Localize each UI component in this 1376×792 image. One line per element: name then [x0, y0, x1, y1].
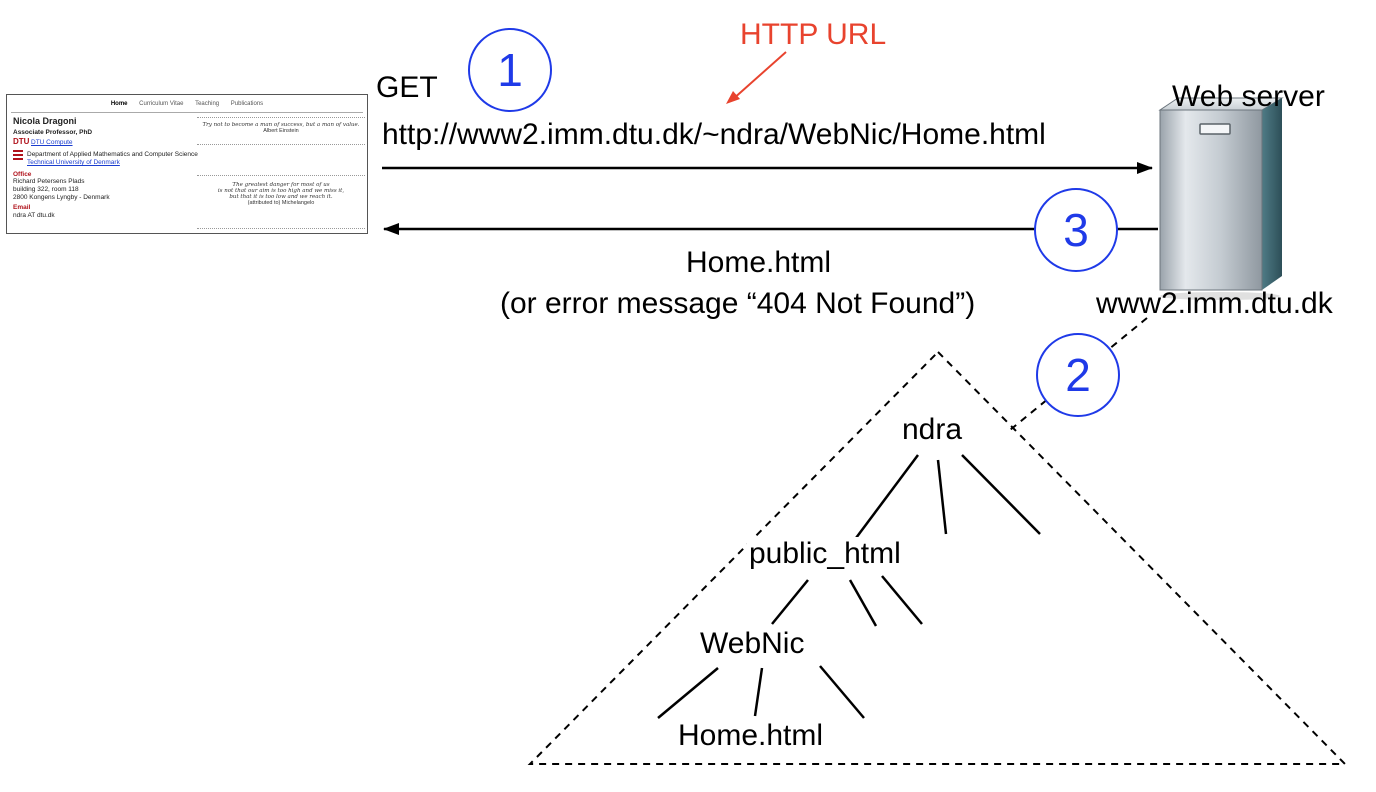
dtu-mark-icon: [13, 150, 23, 162]
step-1-badge: 1: [468, 28, 552, 112]
tree-node-public-html: public_html: [747, 537, 903, 571]
response-error-note: (or error message “404 Not Found”): [500, 287, 976, 320]
tree-node-ndra: ndra: [900, 413, 965, 447]
email-heading: Email: [13, 204, 31, 211]
request-method: GET: [376, 71, 438, 104]
tree-edges: [657, 454, 1041, 719]
server-title: Web server: [1172, 80, 1325, 113]
request-url: http://www2.imm.dtu.dk/~ndra/WebNic/Home…: [382, 118, 1046, 151]
office-line: 2800 Kongens Lyngby - Denmark: [13, 194, 110, 201]
dtu-logo: DTU: [13, 137, 30, 146]
server-icon: [1158, 97, 1284, 300]
office-line: building 322, room 118: [13, 186, 79, 193]
person-role: Associate Professor, PhD: [13, 129, 93, 136]
person-name: Nicola Dragoni: [13, 116, 77, 126]
quote-line: The greatest danger for most of us: [232, 182, 330, 188]
thumbnail-nav: Home Curriculum Vitae Teaching Publicati…: [7, 101, 367, 107]
nav-cv: Curriculum Vitae: [139, 101, 184, 107]
filesystem-triangle: [527, 350, 1348, 765]
tree-node-home-html: Home.html: [676, 719, 826, 753]
url-annotation-arrow: [731, 51, 787, 101]
quote-author: Albert Einstein: [263, 128, 299, 134]
step-3-badge: 3: [1034, 188, 1118, 272]
nav-publications: Publications: [230, 101, 264, 107]
browser-page-thumbnail: Home Curriculum Vitae Teaching Publicati…: [6, 94, 368, 234]
url-annotation: HTTP URL: [740, 18, 887, 51]
office-heading: Office: [13, 171, 32, 178]
quote-text: Try not to become a man of success, but …: [202, 122, 360, 128]
quote-line: is not that our aim is too high and we m…: [217, 188, 345, 194]
thumbnail-divider: [11, 112, 363, 113]
department: Department of Applied Mathematics and Co…: [27, 151, 198, 158]
nav-teaching: Teaching: [195, 101, 220, 107]
email-value: ndra AT dtu.dk: [13, 212, 55, 219]
quote-author: (attributed to) Michelangelo: [247, 200, 315, 206]
quote-einstein: Try not to become a man of success, but …: [197, 117, 365, 145]
quote-line: but that it is too low and we reach it.: [229, 194, 333, 200]
response-file: Home.html: [686, 246, 832, 279]
quote-michelangelo: The greatest danger for most of us is no…: [197, 175, 365, 229]
dtu-compute-link: DTU Compute: [31, 139, 73, 146]
university-link: Technical University of Denmark: [27, 159, 120, 166]
step-2-badge: 2: [1036, 333, 1120, 417]
server-host: www2.imm.dtu.dk: [1096, 287, 1333, 320]
nav-home: Home: [110, 101, 128, 107]
server-filesystem-link: [1009, 317, 1148, 431]
tree-node-webnic: WebNic: [698, 627, 807, 661]
office-line: Richard Petersens Plads: [13, 178, 85, 185]
